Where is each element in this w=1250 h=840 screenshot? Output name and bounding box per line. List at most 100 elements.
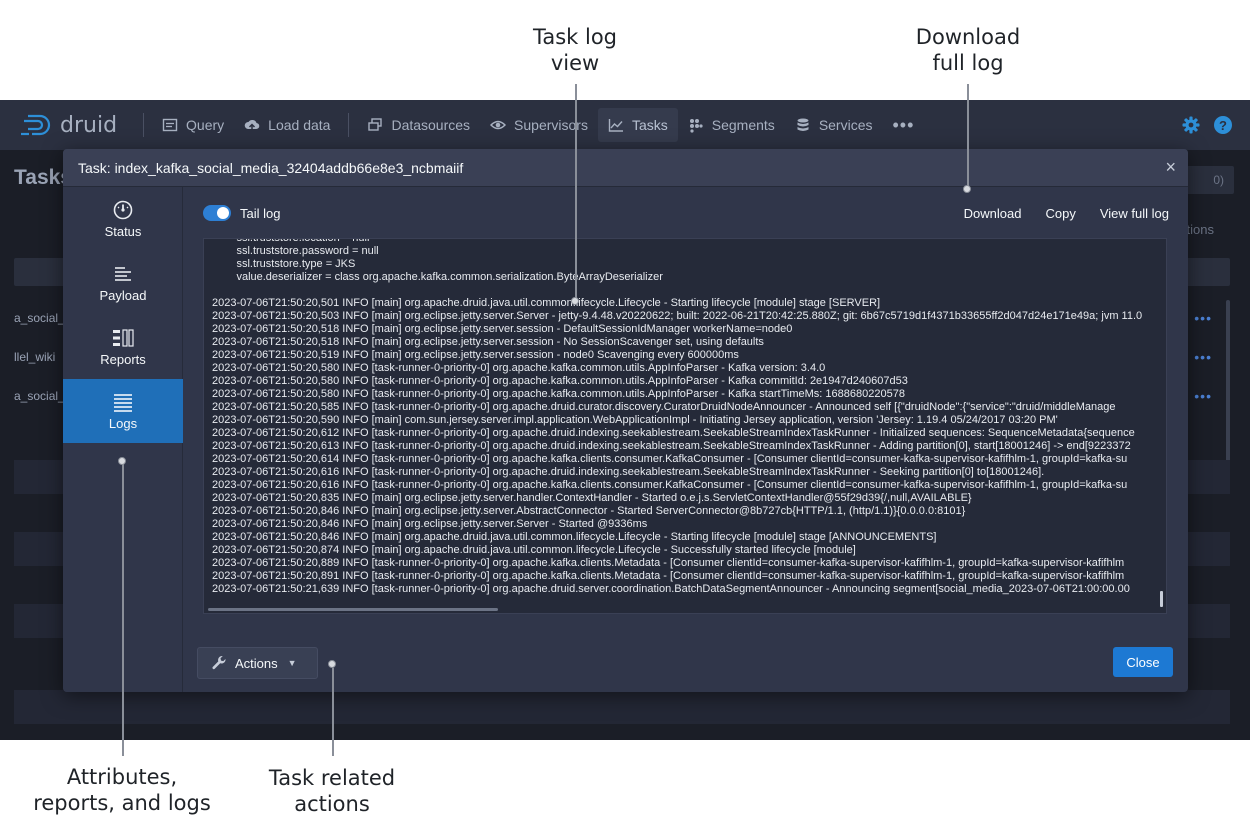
- tail-log-switch[interactable]: [203, 205, 231, 221]
- background-row-text: llel_wiki: [14, 350, 56, 364]
- download-button[interactable]: Download: [963, 205, 1022, 221]
- switch-knob: [217, 207, 229, 219]
- log-line: 2023-07-06T21:50:20,501 INFO [main] org.…: [212, 297, 881, 309]
- tail-log-label: Tail log: [240, 205, 281, 221]
- reports-icon: [113, 328, 134, 347]
- callout-task-log-view: Task log view: [532, 25, 617, 75]
- log-line: 2023-07-06T21:50:20,612 INFO [task-runne…: [212, 427, 1135, 439]
- druid-console-screenshot: druid Query Load data Datasources Superv…: [0, 100, 1250, 740]
- log-line: 2023-07-06T21:50:20,613 INFO [task-runne…: [212, 440, 1131, 452]
- database-icon: [797, 118, 809, 131]
- leader-dot-actions: [328, 660, 336, 668]
- log-line: 2023-07-06T21:50:20,616 INFO [task-runne…: [212, 466, 1045, 478]
- log-line: 2023-07-06T21:50:20,616 INFO [task-runne…: [212, 479, 1128, 491]
- leader-line-attributes: [122, 464, 124, 756]
- leader-line-task-log: [575, 84, 577, 300]
- log-line: 2023-07-06T21:50:20,889 INFO [task-runne…: [212, 557, 1125, 569]
- toolbar-actions: Download Copy View full log: [940, 206, 1169, 221]
- log-line: 2023-07-06T21:50:20,580 INFO [task-runne…: [212, 362, 826, 374]
- eye-icon: [490, 120, 507, 130]
- nav-segments[interactable]: Segments: [678, 108, 785, 142]
- leader-line-download: [967, 84, 969, 188]
- sidebar-item-logs[interactable]: Logs: [63, 379, 183, 443]
- leader-dot-attributes: [118, 457, 126, 465]
- log-line: value.deserializer = class org.apache.ka…: [212, 271, 663, 283]
- tasks-icon: [608, 119, 623, 132]
- row-menu-icon[interactable]: •••: [1194, 310, 1212, 326]
- segments-icon: [689, 119, 703, 133]
- leader-dot-download: [963, 185, 971, 193]
- row-menu-icon[interactable]: •••: [1194, 349, 1212, 365]
- nav-datasources[interactable]: Datasources: [357, 108, 480, 142]
- log-line: 2023-07-06T21:50:20,891 INFO [task-runne…: [212, 570, 1125, 582]
- log-line: 2023-07-06T21:50:20,518 INFO [main] org.…: [212, 336, 764, 348]
- row-menu-icon[interactable]: •••: [1194, 388, 1212, 404]
- log-line: 2023-07-06T21:50:20,846 INFO [main] org.…: [212, 531, 937, 543]
- log-line: 2023-07-06T21:50:20,846 INFO [main] org.…: [212, 518, 648, 530]
- sidebar-item-payload[interactable]: Payload: [63, 251, 183, 315]
- log-line: 2023-07-06T21:50:21,639 INFO [task-runne…: [212, 583, 1130, 595]
- dialog-content: Tail log Download Copy View full log ssl…: [184, 187, 1188, 692]
- druid-logo[interactable]: druid: [20, 113, 117, 138]
- log-line: 2023-07-06T21:50:20,874 INFO [main] org.…: [212, 544, 856, 556]
- cloud-upload-icon: [244, 119, 260, 131]
- log-line: 2023-07-06T21:50:20,590 INFO [main] com.…: [212, 414, 1058, 426]
- log-line: ssl.truststore.type = JKS: [212, 258, 356, 270]
- log-line: [212, 284, 1160, 297]
- view-full-log-button[interactable]: View full log: [1099, 205, 1169, 221]
- background-actions-header: ctions: [1180, 222, 1214, 237]
- logo-text: druid: [60, 112, 118, 138]
- log-view[interactable]: ssl.truststore.location = null ssl.trust…: [203, 238, 1167, 614]
- task-dialog: Task: index_kafka_social_media_32404addb…: [63, 149, 1188, 692]
- actions-button[interactable]: Actions ▼: [197, 647, 318, 679]
- help-icon[interactable]: ?: [1214, 116, 1232, 134]
- nav-services[interactable]: Services: [785, 108, 883, 142]
- wrench-icon: [212, 656, 226, 670]
- nav-right-group: ?: [1182, 116, 1232, 134]
- druid-logo-icon: [21, 114, 51, 136]
- datasources-icon: [368, 118, 383, 131]
- top-navbar: druid Query Load data Datasources Superv…: [0, 100, 1250, 150]
- dashboard-icon: [113, 200, 133, 219]
- callout-download-full-log: Download full log: [915, 25, 1021, 75]
- log-line: 2023-07-06T21:50:20,846 INFO [main] org.…: [212, 505, 966, 517]
- sidebar-item-reports[interactable]: Reports: [63, 315, 183, 379]
- background-row-text: a_social_: [14, 389, 65, 403]
- caret-down-icon: ▼: [287, 658, 297, 668]
- log-toolbar: Tail log Download Copy View full log: [203, 203, 1169, 223]
- callout-attributes: Attributes, reports, and logs: [33, 765, 211, 815]
- vertical-scrollbar[interactable]: [1160, 591, 1163, 607]
- nav-divider: [143, 113, 145, 137]
- close-button[interactable]: Close: [1113, 647, 1173, 677]
- dialog-header: Task: index_kafka_social_media_32404addb…: [63, 149, 1188, 187]
- leader-line-actions: [332, 668, 334, 756]
- nav-load-data[interactable]: Load data: [234, 108, 340, 142]
- log-line: 2023-07-06T21:50:20,580 INFO [task-runne…: [212, 388, 905, 400]
- nav-supervisors[interactable]: Supervisors: [480, 108, 598, 142]
- log-line: 2023-07-06T21:50:20,519 INFO [main] org.…: [212, 349, 739, 361]
- sidebar-item-status[interactable]: Status: [63, 187, 183, 251]
- background-scrollbar[interactable]: [1226, 300, 1230, 490]
- log-line: 2023-07-06T21:50:20,614 INFO [task-runne…: [212, 453, 1128, 465]
- log-line: 2023-07-06T21:50:20,518 INFO [main] org.…: [212, 323, 793, 335]
- log-line: ssl.truststore.location = null: [212, 238, 370, 244]
- log-line: 2023-07-06T21:50:20,585 INFO [task-runne…: [212, 401, 1116, 413]
- nav-divider: [348, 113, 350, 137]
- log-line: 2023-07-06T21:50:20,503 INFO [main] org.…: [212, 310, 1143, 322]
- align-left-icon: [115, 266, 131, 281]
- background-page-title: Tasks: [14, 166, 72, 189]
- dialog-title: Task: index_kafka_social_media_32404addb…: [78, 159, 464, 176]
- nav-query[interactable]: Query: [152, 108, 234, 142]
- copy-button[interactable]: Copy: [1045, 205, 1076, 221]
- nav-more-icon[interactable]: •••: [892, 114, 915, 135]
- horizontal-scrollbar[interactable]: [208, 608, 498, 611]
- query-icon: [162, 118, 178, 132]
- logs-icon: [114, 393, 132, 412]
- callout-task-actions: Task related actions: [268, 766, 396, 816]
- close-icon[interactable]: ×: [1165, 157, 1176, 177]
- background-row-text: a_social_: [14, 311, 65, 325]
- nav-tasks[interactable]: Tasks: [597, 108, 678, 142]
- gear-icon[interactable]: [1182, 116, 1200, 134]
- log-line: 2023-07-06T21:50:20,580 INFO [task-runne…: [212, 375, 908, 387]
